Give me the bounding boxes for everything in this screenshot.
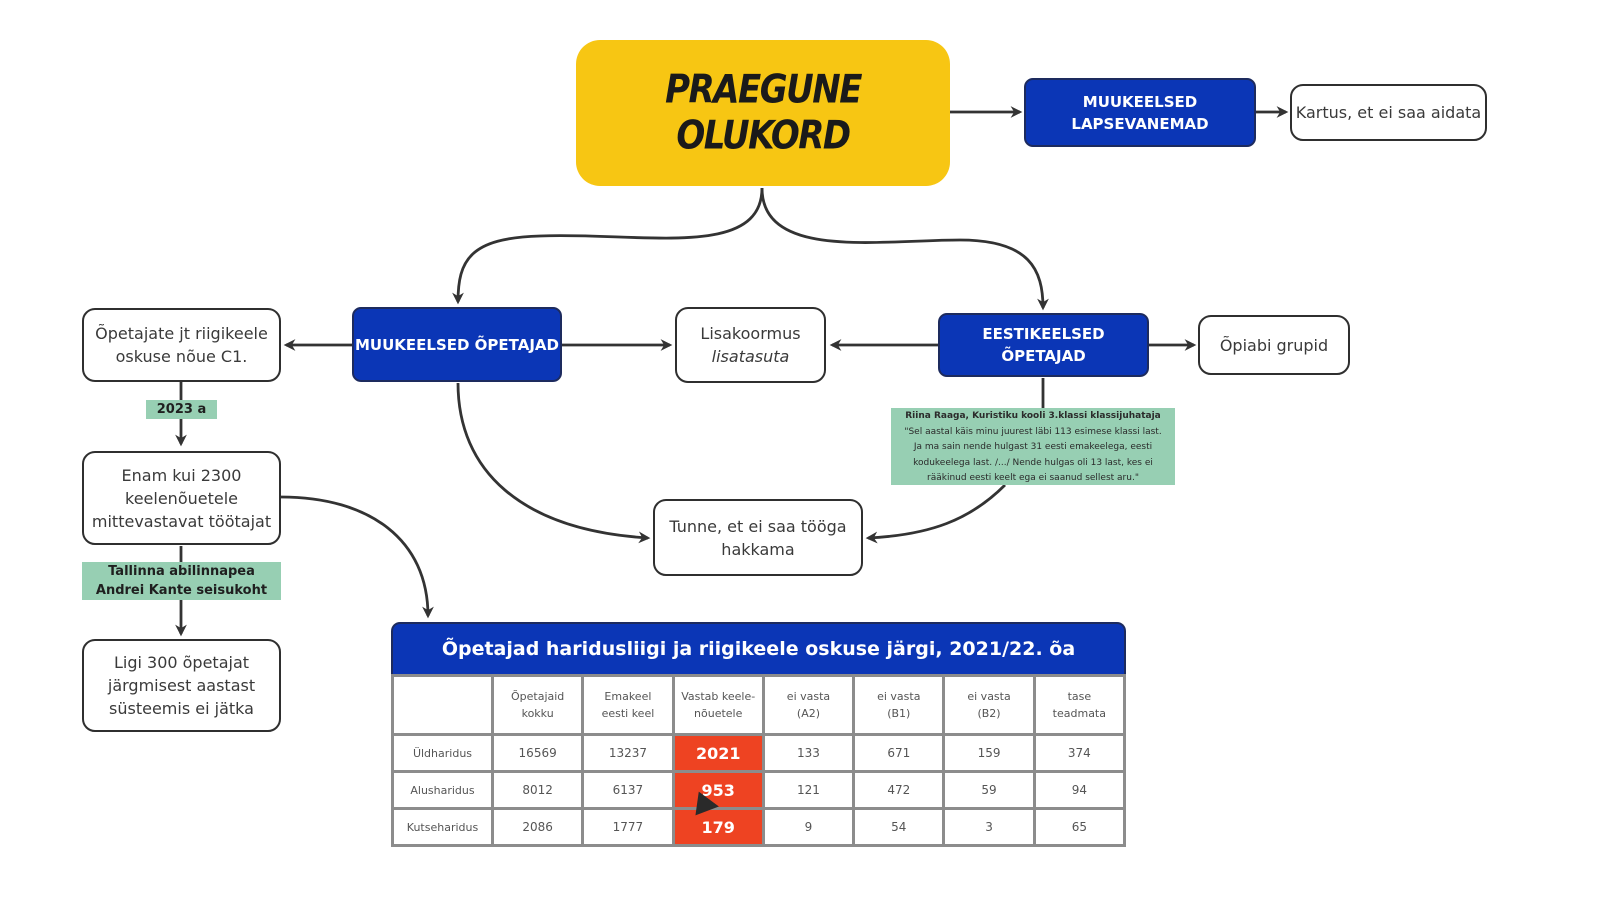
arrow-root-to-foreign-teachers bbox=[452, 187, 764, 305]
table-cell: 59 bbox=[942, 770, 1036, 810]
teacher-quote-note: Riina Raaga, Kuristiku kooli 3.klassi kl… bbox=[891, 408, 1175, 485]
table-row: Kutseharidus 2086 1777 179 9 54 3 65 bbox=[391, 807, 1127, 847]
table-cell: 3 bbox=[942, 807, 1036, 847]
pointer-arrow-icon bbox=[695, 791, 721, 819]
header-line1: Emakeel bbox=[604, 690, 652, 703]
teachers-data-table: Õpetajaid kokku Emakeel eesti keel Vastab … bbox=[391, 674, 1127, 847]
quote-line4: rääkinud eesti keelt ega ei saanud selle… bbox=[927, 473, 1139, 483]
node-feeling-overwhelmed[interactable]: Tunne, et ei saa tööga hakkama bbox=[653, 499, 863, 576]
foreign-teachers-label: MUUKEELSED ÕPETAJAD bbox=[355, 335, 559, 354]
table-cell: 1777 bbox=[581, 807, 675, 847]
header-cell-fails-a2: ei vasta (A2) bbox=[761, 674, 856, 736]
node-estonian-teachers[interactable]: EESTIKEELSED ÕPETAJAD bbox=[938, 313, 1149, 377]
header-cell-empty bbox=[391, 674, 494, 736]
quote-author: Riina Raaga, Kuristiku kooli 3.klassi kl… bbox=[905, 411, 1161, 421]
table-cell: 9 bbox=[761, 807, 856, 847]
header-cell-fails-b1: ei vasta (B1) bbox=[852, 674, 946, 736]
table-header-row: Õpetajaid kokku Emakeel eesti keel Vastab … bbox=[391, 674, 1127, 736]
leaving-line1: Ligi 300 õpetajat bbox=[113, 653, 250, 672]
header-line1: tase bbox=[1067, 690, 1092, 703]
study-groups-label: Õpiabi grupid bbox=[1219, 335, 1329, 355]
feeling-line2: hakkama bbox=[721, 539, 795, 559]
table-cell: 133 bbox=[761, 733, 856, 773]
table-cell: 8012 bbox=[490, 770, 585, 810]
table-cell: 374 bbox=[1032, 733, 1127, 773]
header-cell-level-unknown: tase teadmata bbox=[1032, 674, 1127, 736]
header-line2: nõuetele bbox=[694, 707, 743, 720]
quote-line1: "Sel aastal käis minu juurest läbi 113 e… bbox=[904, 426, 1162, 437]
node-foreign-language-teachers[interactable]: MUUKEELSED ÕPETAJAD bbox=[352, 307, 562, 382]
row-label: Kutseharidus bbox=[391, 807, 494, 847]
header-line1: Õpetajaid bbox=[510, 690, 565, 703]
root-label: PRAEGUNE OLUKORD bbox=[665, 67, 862, 159]
teachers-table: Õpetajad haridusliigi ja riigikeele osku… bbox=[391, 622, 1127, 847]
table-cell: 65 bbox=[1032, 807, 1127, 847]
statement-tag: Tallinna abilinnapea Andrei Kante seisuk… bbox=[82, 562, 281, 600]
quote-line2: Ja ma sain nende hulgast 31 eesti emakee… bbox=[913, 442, 1153, 452]
table-cell: 13237 bbox=[581, 733, 675, 773]
quote-line3: kodukeelega last. /.../ Nende hulgas oli… bbox=[913, 457, 1153, 468]
root-node-current-situation[interactable]: PRAEGUNE OLUKORD bbox=[576, 40, 950, 186]
node-fear-cannot-help[interactable]: Kartus, et ei saa aidata bbox=[1290, 84, 1487, 141]
header-line2: teadmata bbox=[1052, 707, 1106, 720]
header-cell-native-estonian: Emakeel eesti keel bbox=[581, 674, 675, 736]
year-tag: 2023 a bbox=[146, 400, 217, 419]
table-cell-highlighted: 953 bbox=[671, 770, 765, 810]
table-cell: 671 bbox=[852, 733, 946, 773]
workload-line2: lisatasuta bbox=[711, 347, 790, 366]
parents-label-line1: MUUKEELSED bbox=[1082, 92, 1198, 111]
count-line2: keelenõuetele bbox=[125, 488, 238, 508]
table-cell: 472 bbox=[852, 770, 946, 810]
statement-tag-line2: Andrei Kante seisukoht bbox=[95, 583, 268, 598]
header-line1: ei vasta bbox=[877, 690, 921, 703]
table-title: Õpetajad haridusliigi ja riigikeele osku… bbox=[391, 622, 1126, 674]
arrow-foreign-to-feeling bbox=[456, 382, 651, 544]
table-cell-highlighted: 179 bbox=[671, 807, 765, 847]
table-row: Alusharidus 8012 6137 953 121 472 59 94 bbox=[391, 770, 1127, 810]
table-cell: 94 bbox=[1032, 770, 1127, 810]
statement-tag-line1: Tallinna abilinnapea bbox=[108, 564, 255, 579]
header-line2: kokku bbox=[521, 707, 554, 720]
table-cell-highlighted: 2021 bbox=[671, 733, 765, 773]
header-line1: ei vasta bbox=[786, 690, 831, 703]
header-cell-fails-b2: ei vasta (B2) bbox=[942, 674, 1036, 736]
node-teachers-leaving[interactable]: Ligi 300 õpetajat järgmisest aastast süs… bbox=[82, 639, 281, 732]
header-line2: (B1) bbox=[887, 707, 911, 720]
arrow-count-to-table bbox=[280, 495, 434, 619]
table-cell: 2086 bbox=[490, 807, 585, 847]
table-cell: 121 bbox=[761, 770, 856, 810]
header-line1: ei vasta bbox=[967, 690, 1011, 703]
node-noncompliant-count[interactable]: Enam kui 2300 keelenõuetele mittevastava… bbox=[82, 451, 281, 545]
leaving-line2: järgmisest aastast bbox=[107, 676, 256, 695]
arrow-root-to-estonian-teachers bbox=[760, 187, 1049, 311]
header-line1: Vastab keele- bbox=[681, 690, 756, 703]
table-cell: 159 bbox=[942, 733, 1036, 773]
table-row: Üldharidus 16569 13237 2021 133 671 159 … bbox=[391, 733, 1127, 773]
header-cell-meets-requirements: Vastab keele-nõuetele bbox=[671, 674, 765, 736]
row-label: Alusharidus bbox=[391, 770, 494, 810]
table-cell: 54 bbox=[852, 807, 946, 847]
node-language-requirement[interactable]: Õpetajate jt riigikeele oskuse nõue C1. bbox=[82, 308, 281, 382]
header-line2: eesti keel bbox=[601, 707, 655, 720]
table-cell: 6137 bbox=[581, 770, 675, 810]
count-line1: Enam kui 2300 bbox=[121, 465, 242, 485]
requirement-line2: oskuse nõue C1. bbox=[115, 347, 248, 366]
header-line2: (B2) bbox=[977, 707, 1001, 720]
requirement-line1: Õpetajate jt riigikeele bbox=[95, 324, 268, 343]
estonian-teachers-label: EESTIKEELSED ÕPETAJAD bbox=[982, 325, 1105, 365]
fear-label: Kartus, et ei saa aidata bbox=[1295, 103, 1482, 122]
table-cell: 16569 bbox=[490, 733, 585, 773]
row-label: Üldharidus bbox=[391, 733, 494, 773]
leaving-line3: süsteemis ei jätka bbox=[109, 699, 254, 718]
node-foreign-language-parents[interactable]: MUUKEELSED LAPSEVANEMAD bbox=[1024, 78, 1256, 147]
workload-line1: Lisakoormus bbox=[700, 324, 801, 343]
header-line2: (A2) bbox=[796, 707, 821, 720]
node-extra-workload[interactable]: Lisakoormus lisatasuta bbox=[675, 307, 826, 383]
header-cell-total: Õpetajaid kokku bbox=[490, 674, 585, 736]
node-study-help-groups[interactable]: Õpiabi grupid bbox=[1198, 315, 1350, 375]
parents-label-line2: LAPSEVANEMAD bbox=[1071, 114, 1209, 133]
feeling-line1: Tunne, et ei saa tööga bbox=[669, 516, 847, 536]
count-line3: mittevastavat töötajat bbox=[91, 511, 272, 531]
